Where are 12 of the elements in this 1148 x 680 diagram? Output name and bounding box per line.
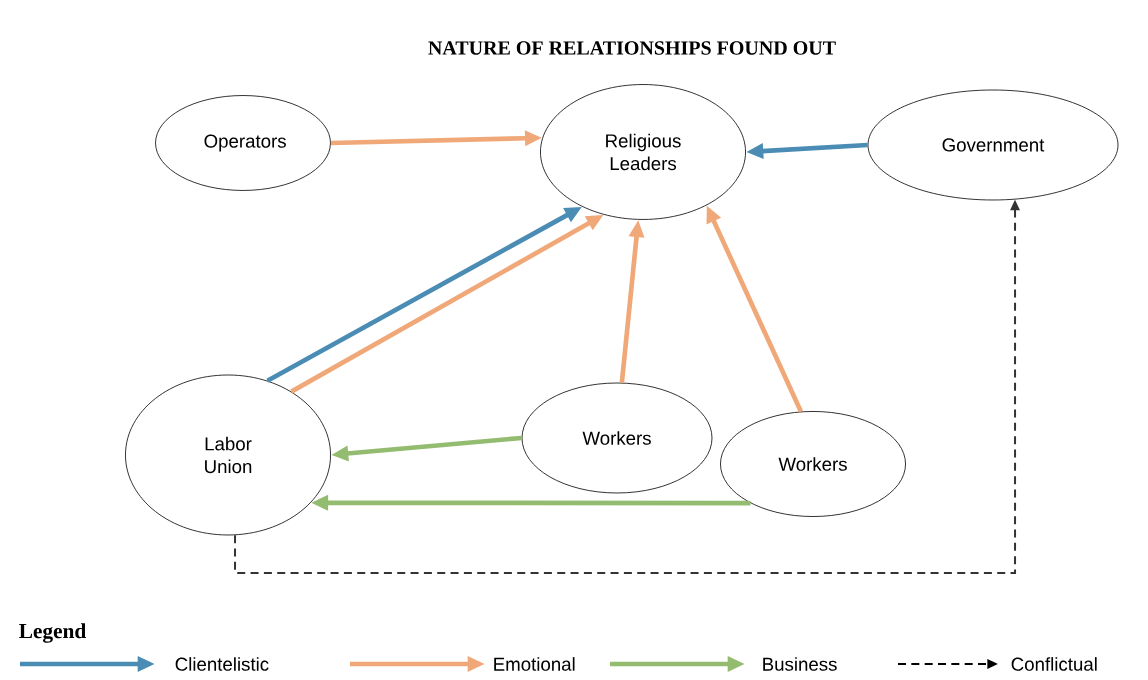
ellipse-node: Workers xyxy=(720,411,906,517)
legend-text: Conflictual xyxy=(1011,657,1097,671)
ellipse-node: Labor Union xyxy=(125,374,331,536)
ellipse-node: Workers xyxy=(521,382,713,494)
ellipse-node: Religious Leaders xyxy=(540,84,746,220)
legend-text: Emotional xyxy=(494,657,575,671)
ellipse-node: Government xyxy=(867,89,1119,201)
legend-heading: Legend xyxy=(19,623,87,643)
legend-text: Business xyxy=(763,657,837,671)
ellipse-node: Operators xyxy=(155,95,331,191)
title: NATURE OF RELATIONSHIPS FOUND OUT xyxy=(428,41,836,55)
legend-text: Clientelistic xyxy=(175,657,269,671)
